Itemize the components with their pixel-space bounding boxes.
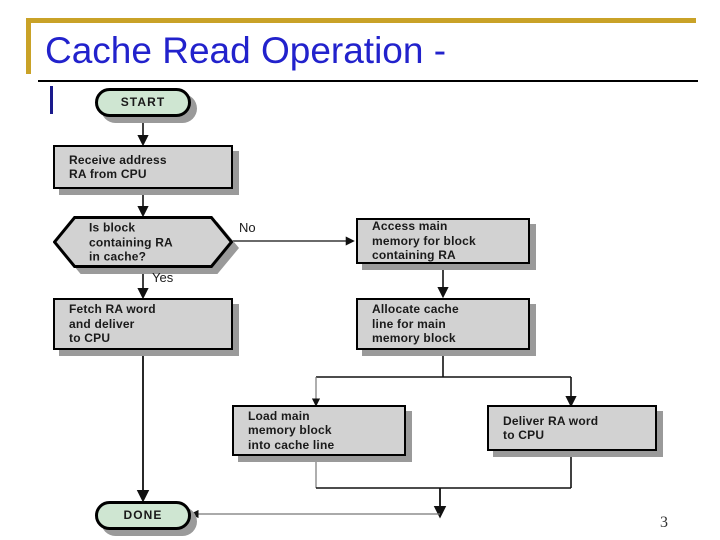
node-face: Allocate cache line for main memory bloc… xyxy=(356,298,530,350)
title-gold-left-rule xyxy=(26,18,31,74)
node-face xyxy=(53,216,233,268)
node-done[interactable]: DONE xyxy=(95,501,197,536)
node-label: Is block containing RA in cache? xyxy=(89,220,173,264)
edge-label-yes: Yes xyxy=(152,270,174,285)
node-face: Fetch RA word and deliver to CPU xyxy=(53,298,233,350)
node-face: Deliver RA word to CPU xyxy=(487,405,657,451)
node-label: Access main memory for block containing … xyxy=(372,219,476,263)
page-title: Cache Read Operation - xyxy=(45,30,447,71)
edge-label-no: No xyxy=(239,220,256,235)
node-label: DONE xyxy=(123,508,163,523)
node-is-block-in-cache[interactable]: Is block containing RA in cache? xyxy=(53,216,239,274)
node-face: Load main memory block into cache line xyxy=(232,405,406,456)
node-load-main-memory-block[interactable]: Load main memory block into cache line xyxy=(232,405,412,462)
node-face: Access main memory for block containing … xyxy=(356,218,530,264)
node-face: DONE xyxy=(95,501,191,530)
node-label: Receive address RA from CPU xyxy=(69,152,167,182)
node-label: Deliver RA word to CPU xyxy=(503,413,599,443)
node-label: Load main memory block into cache line xyxy=(248,408,335,452)
node-face: START xyxy=(95,88,191,117)
title-gold-top-rule xyxy=(26,18,696,23)
node-receive-address[interactable]: Receive address RA from CPU xyxy=(53,145,239,195)
content-bullet-tick xyxy=(50,86,53,114)
node-fetch-ra-word[interactable]: Fetch RA word and deliver to CPU xyxy=(53,298,239,356)
node-allocate-cache-line[interactable]: Allocate cache line for main memory bloc… xyxy=(356,298,536,356)
node-label: Fetch RA word and deliver to CPU xyxy=(69,302,156,346)
node-face: Receive address RA from CPU xyxy=(53,145,233,189)
node-deliver-ra-word[interactable]: Deliver RA word to CPU xyxy=(487,405,663,457)
node-outline xyxy=(53,216,233,268)
node-label: Allocate cache line for main memory bloc… xyxy=(372,302,459,346)
node-access-main-memory[interactable]: Access main memory for block containing … xyxy=(356,218,536,270)
title-underline-rule xyxy=(38,80,698,82)
node-start[interactable]: START xyxy=(95,88,197,123)
node-label: START xyxy=(120,95,166,110)
page-number: 3 xyxy=(660,514,668,531)
